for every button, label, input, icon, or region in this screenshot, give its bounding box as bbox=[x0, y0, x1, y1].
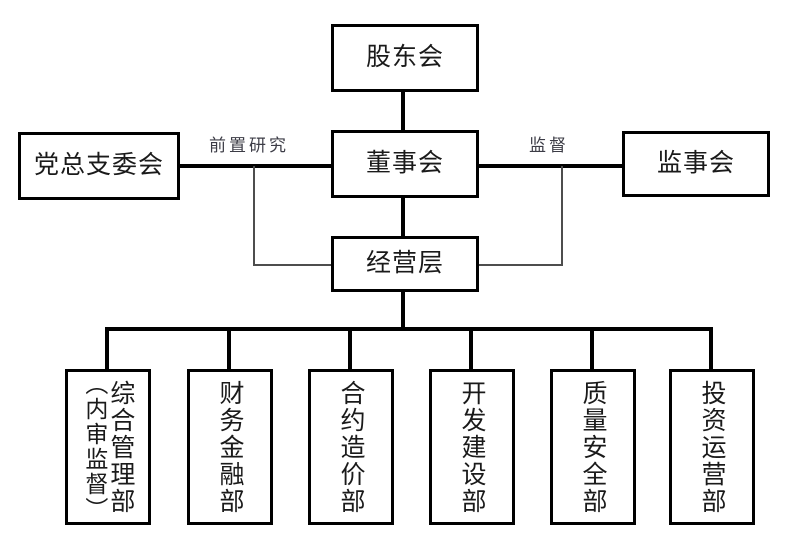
node-board-of-supervisors-label: 监事会 bbox=[656, 149, 735, 178]
connector-shareholders-board bbox=[401, 90, 405, 131]
node-department-2-text: 财务金融部 bbox=[190, 372, 270, 522]
node-department-1-text: 综合管理部 （内审监督） bbox=[68, 372, 148, 522]
edge-label-pre-research: 前置研究 bbox=[206, 131, 292, 156]
connector-board-management bbox=[401, 197, 405, 238]
node-department-4-text: 开发建设部 bbox=[432, 372, 512, 522]
node-shareholders-meeting-label: 股东会 bbox=[365, 43, 444, 72]
node-department-5-text: 质量安全部 bbox=[553, 372, 633, 522]
node-department-1-sublabel: （内审监督） bbox=[81, 372, 108, 522]
connector-pre-research-drop bbox=[253, 166, 255, 265]
connector-pre-research-to-management bbox=[253, 264, 334, 266]
connector-supervision-to-management bbox=[476, 264, 563, 266]
node-department-1-label: 综合管理部 bbox=[106, 379, 135, 515]
node-board-of-directors[interactable]: 董事会 bbox=[331, 130, 479, 198]
node-department-6[interactable]: 投资运营部 bbox=[669, 369, 755, 525]
connector-board-supervisors bbox=[476, 164, 624, 168]
connector-bus-dept-6 bbox=[709, 327, 713, 370]
connector-supervision-drop bbox=[561, 166, 563, 265]
node-department-2-label: 财务金融部 bbox=[216, 379, 244, 515]
node-department-4-label: 开发建设部 bbox=[458, 379, 486, 515]
connector-bus-dept-1 bbox=[105, 327, 109, 370]
node-management-level-label: 经营层 bbox=[365, 249, 444, 278]
connector-management-to-bus bbox=[401, 290, 405, 330]
node-department-1[interactable]: 综合管理部 （内审监督） bbox=[65, 369, 151, 525]
node-board-of-directors-label: 董事会 bbox=[365, 149, 444, 178]
node-department-3-label: 合约造价部 bbox=[337, 379, 365, 515]
node-department-3-text: 合约造价部 bbox=[311, 372, 391, 522]
node-department-6-label: 投资运营部 bbox=[698, 379, 726, 515]
connector-bus-dept-2 bbox=[227, 327, 231, 370]
node-department-5[interactable]: 质量安全部 bbox=[550, 369, 636, 525]
node-department-6-text: 投资运营部 bbox=[672, 372, 752, 522]
connector-bus-dept-3 bbox=[348, 327, 352, 370]
node-department-4[interactable]: 开发建设部 bbox=[429, 369, 515, 525]
connector-party-board bbox=[178, 164, 334, 168]
node-department-2[interactable]: 财务金融部 bbox=[187, 369, 273, 525]
node-department-3[interactable]: 合约造价部 bbox=[308, 369, 394, 525]
connector-bus-dept-4 bbox=[469, 327, 473, 370]
node-management-level[interactable]: 经营层 bbox=[331, 236, 479, 292]
node-board-of-supervisors[interactable]: 监事会 bbox=[622, 131, 770, 197]
edge-label-supervision: 监督 bbox=[526, 131, 572, 156]
node-shareholders-meeting[interactable]: 股东会 bbox=[331, 24, 479, 92]
node-party-branch-committee-label: 党总支委会 bbox=[33, 151, 164, 180]
node-party-branch-committee[interactable]: 党总支委会 bbox=[18, 132, 180, 200]
department-bus bbox=[105, 327, 713, 331]
node-department-5-label: 质量安全部 bbox=[579, 379, 607, 515]
connector-bus-dept-5 bbox=[590, 327, 594, 370]
